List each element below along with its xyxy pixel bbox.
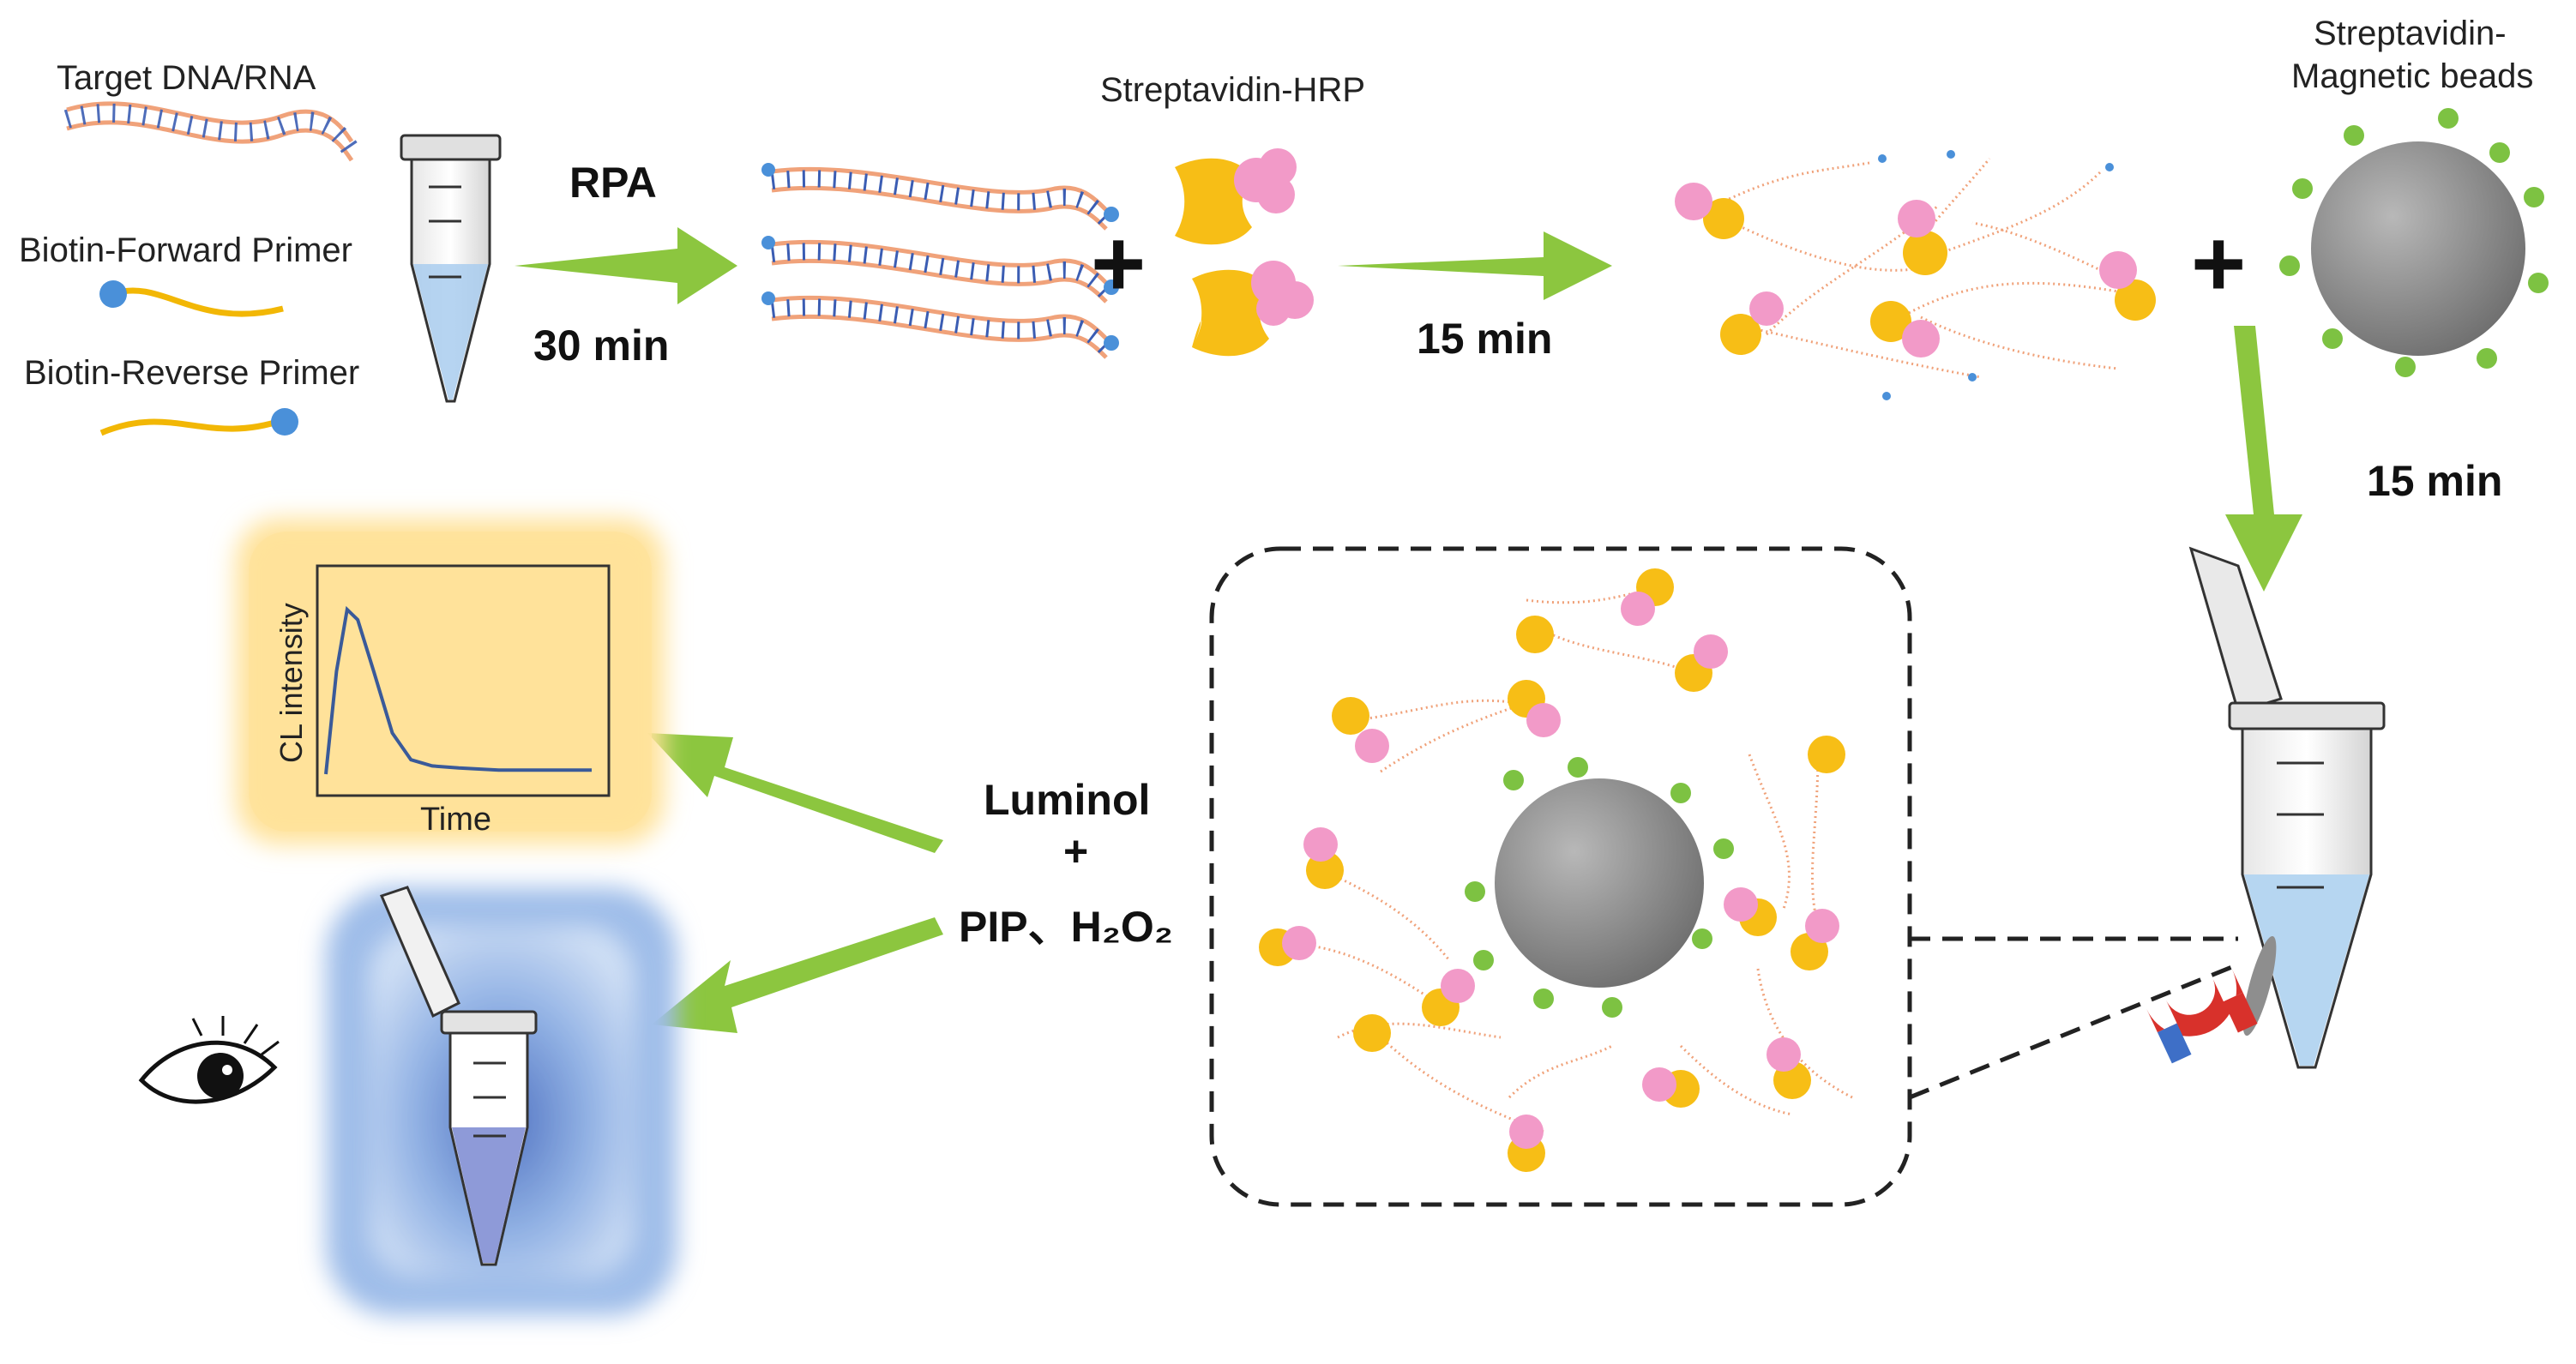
eye-icon [138,1016,280,1104]
target-dna-strand [63,101,360,162]
reverse-primer-label: Biotin-Reverse Primer [24,354,359,392]
arrow-to-chart [647,733,943,853]
chart-series-line [324,605,592,775]
magnetic-separation-tube-icon [2188,546,2386,1069]
magnetic-bead-icon [2279,108,2549,377]
arrow-bead-capture [2225,326,2302,592]
biotin-icon [271,408,298,436]
sa-beads-label-line1: Streptavidin- [2314,15,2507,52]
magnetic-bead-zoom-icon [1495,778,1704,988]
amplicons [761,163,1119,359]
sa-hrp-icon [1192,261,1314,357]
plus-sign-2: + [2191,211,2246,316]
bead-complex-zoom [1259,568,1853,1172]
luminol-label: Luminol [984,776,1150,824]
sa-hrp-label: Streptavidin-HRP [1100,71,1365,109]
sa-hrp-icon [1175,148,1297,245]
reaction-tube-icon [400,134,502,403]
glowing-tube-icon [379,886,538,1266]
zoom-connector-bottom [1909,962,2239,1100]
zoom-inset-frame [1209,546,1912,1207]
plus-sign: + [1091,211,1146,316]
sa-beads-label-line2: Magnetic beads [2291,57,2533,95]
arrow-to-visual [652,917,943,1033]
rpa-time-label: 30 min [533,321,669,370]
biotin-icon [99,280,127,308]
reverse-primer [99,408,298,436]
cl-intensity-chart: CL intensity Time [274,564,611,838]
chart-panel [249,532,652,832]
chart-y-axis-label: CL intensity [274,603,309,763]
labeled-amplicon-cluster [1675,150,2156,400]
binding-time-label: 15 min [1417,315,1552,363]
target-dna-label: Target DNA/RNA [57,59,316,97]
forward-primer-label: Biotin-Forward Primer [19,231,352,269]
magnet-icon [2146,969,2258,1064]
chart-plot-area [316,564,611,797]
bead-time-label: 15 min [2367,457,2502,505]
forward-primer [99,280,284,317]
pip-h2o2-label: PIP、H₂O₂ [959,903,1173,951]
plus-label: + [1063,827,1088,875]
arrow-binding [1338,231,1612,300]
arrow-rpa [515,227,737,304]
rpa-label: RPA [569,159,657,207]
chart-x-axis-label: Time [420,802,491,838]
